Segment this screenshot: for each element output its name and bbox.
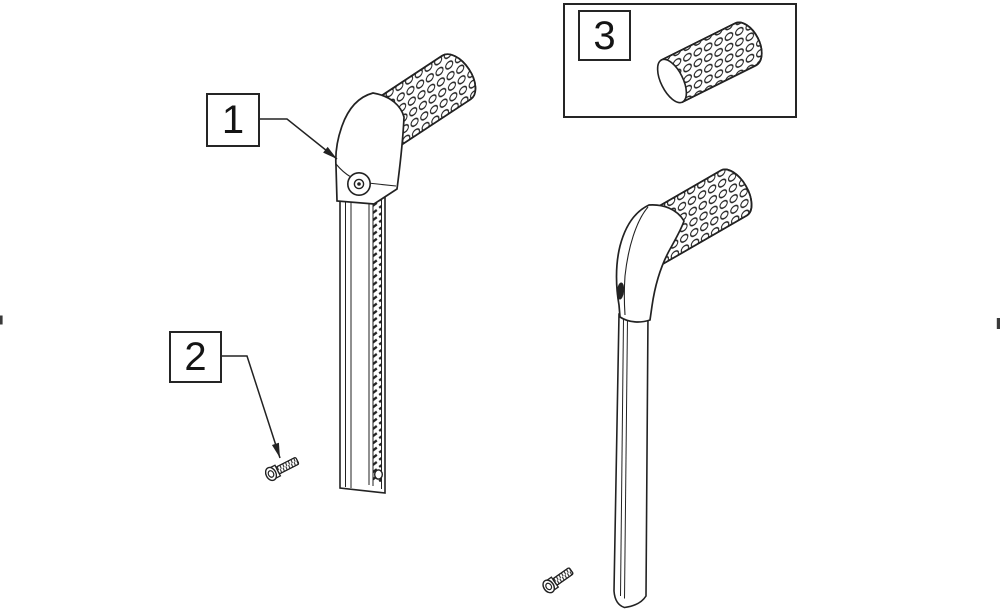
handle-housing-right <box>615 204 685 323</box>
leader-line-2 <box>221 355 281 459</box>
handle-post-right <box>613 313 649 609</box>
callout-2-box: 2 <box>169 331 222 383</box>
handle-post-left <box>339 187 386 494</box>
callout-3-label: 3 <box>593 13 616 58</box>
callout-2-label: 2 <box>184 335 207 379</box>
push-handle-assembly-left <box>334 53 477 494</box>
handle-grip-detail <box>656 21 763 104</box>
rack-strip <box>373 197 381 482</box>
screw-socket <box>267 470 275 478</box>
handle-housing-left <box>334 92 405 205</box>
clamp-screw-right <box>542 567 574 594</box>
pivot-bolt <box>346 172 371 197</box>
grip-detail-inset-box <box>563 3 797 118</box>
callout-1-box: 1 <box>206 93 260 147</box>
page-edge-tick-left <box>0 315 3 325</box>
callout-3-box: 3 <box>578 10 631 61</box>
page-edge-tick-right <box>996 318 1000 329</box>
grip-end-face <box>656 58 688 104</box>
adjustment-hole <box>374 469 384 480</box>
clamp-slot-hole <box>616 282 625 300</box>
push-handle-assembly-right <box>613 168 753 609</box>
clamp-screw-left <box>264 457 300 482</box>
screw-socket <box>545 582 553 591</box>
callout-1-label: 1 <box>221 98 245 142</box>
leader-line-1 <box>260 118 338 160</box>
